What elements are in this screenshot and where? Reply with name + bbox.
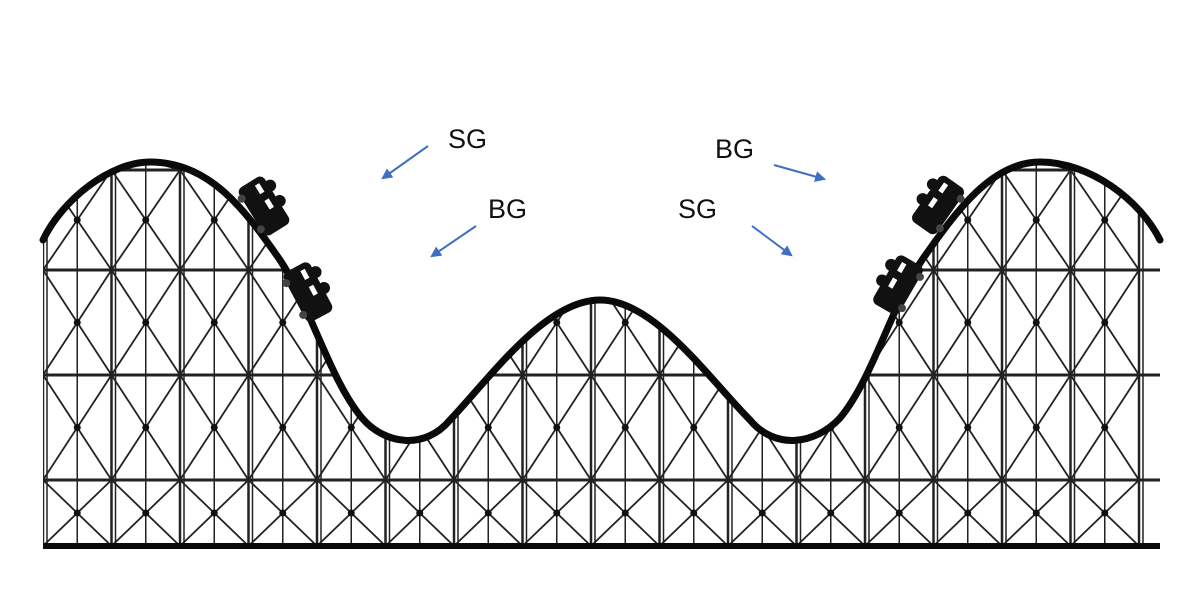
arrow-icon (430, 225, 477, 258)
support-structure (43, 162, 1160, 548)
arrow-icon (381, 145, 429, 180)
roller-coaster-car-icon (237, 176, 333, 322)
arrow-icon (751, 225, 793, 257)
roller-coaster-car-icon (873, 175, 965, 315)
arrow-icon (773, 164, 827, 182)
coaster-track (39, 158, 1164, 444)
right-bg-label: BG (715, 134, 754, 164)
right-sg-label: SG (678, 194, 717, 224)
left-sg-label: SG (448, 124, 487, 154)
left-bg-label: BG (488, 194, 527, 224)
